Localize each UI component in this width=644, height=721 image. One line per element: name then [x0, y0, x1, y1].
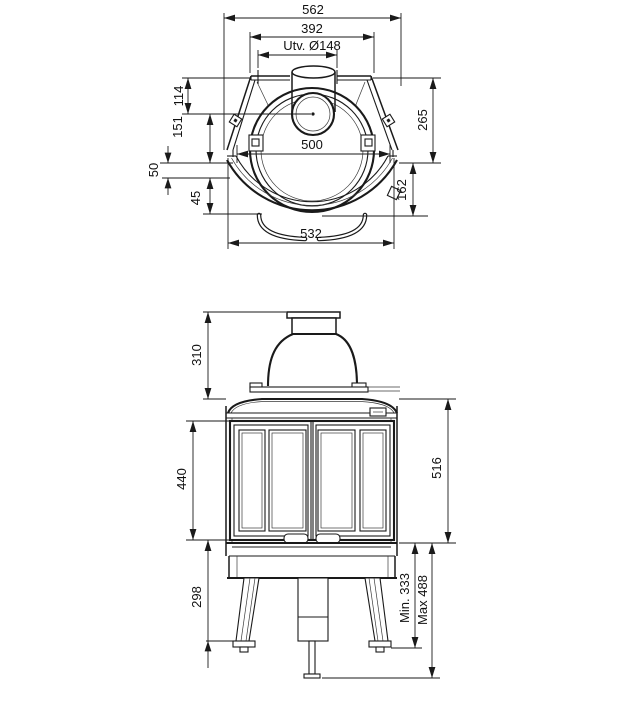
dim-right-depth-upper: 265 — [373, 77, 441, 163]
right-bracket — [360, 134, 376, 152]
dim-label-min-333: Min. 333 — [397, 573, 412, 623]
front-view: 310 440 298 — [174, 311, 456, 679]
dim-mid-depth: 151 — [160, 114, 233, 164]
glass-doors — [228, 419, 396, 544]
door-frame — [228, 419, 396, 542]
front-view-body — [225, 311, 400, 679]
dim-label-50: 50 — [146, 163, 161, 177]
dim-label-45: 45 — [188, 191, 203, 205]
support-foot — [303, 673, 321, 679]
right-foot-adjuster — [375, 646, 385, 653]
dim-overall-width: 562 — [223, 2, 402, 150]
top-view-dimensions: 562 392 Utv. Ø148 — [146, 2, 441, 249]
right-leg — [364, 577, 392, 653]
left-bracket — [248, 134, 264, 152]
dim-flue-outlet: Utv. Ø148 — [257, 38, 341, 68]
flue-flange — [286, 311, 341, 319]
dim-door-height: 440 — [174, 420, 236, 541]
top-view-body — [226, 65, 402, 242]
front-arc-band — [226, 155, 398, 212]
dome — [266, 332, 359, 387]
curved-top-cap — [227, 397, 398, 414]
dim-floor-clearance-max: Max 488 — [322, 543, 440, 679]
dim-front-depth: 45 — [188, 178, 262, 215]
dim-leg-height: 298 — [189, 540, 238, 668]
dim-right-depth-lower: 162 — [322, 162, 441, 217]
flue-collar — [291, 317, 337, 335]
dim-label-151: 151 — [170, 116, 185, 138]
left-foot — [232, 640, 256, 648]
top-view: 562 392 Utv. Ø148 — [146, 2, 441, 249]
dim-label-310: 310 — [189, 344, 204, 366]
right-slant-panel — [370, 75, 399, 151]
left-leg — [232, 577, 260, 653]
center-support-column — [297, 577, 329, 679]
dim-label-562: 562 — [302, 2, 324, 17]
support-rod — [308, 640, 316, 675]
flue-center-mark — [311, 112, 315, 116]
dim-top-section-height: 310 — [189, 311, 286, 400]
dim-label-265: 265 — [415, 109, 430, 131]
top-bar — [249, 386, 369, 393]
dim-label-532: 532 — [300, 226, 322, 241]
left-slant-panel — [226, 75, 252, 151]
dim-label-298: 298 — [189, 586, 204, 608]
dim-front-width: 532 — [227, 158, 395, 249]
dim-label-440: 440 — [174, 468, 189, 490]
dim-label-max-488: Max 488 — [415, 575, 430, 625]
dim-top-width: 392 — [249, 21, 375, 73]
dim-label-162: 162 — [394, 179, 409, 201]
left-door — [233, 424, 309, 537]
door-bottom-tab-right — [315, 533, 341, 544]
dim-label-516: 516 — [429, 457, 444, 479]
dim-band-depth: 50 — [146, 146, 230, 195]
dim-label-flue-outlet: Utv. Ø148 — [283, 38, 341, 53]
dim-label-500: 500 — [301, 137, 323, 152]
door-bottom-tab-left — [283, 533, 309, 544]
dim-label-114: 114 — [171, 86, 186, 107]
front-view-dimensions: 310 440 298 — [174, 311, 456, 679]
dim-label-392: 392 — [301, 21, 323, 36]
dim-body-height: 516 — [399, 398, 456, 544]
left-panel-clip — [228, 113, 243, 128]
left-foot-adjuster — [239, 646, 249, 653]
right-foot — [368, 640, 392, 648]
dim-flue-center-depth: 114 — [171, 77, 311, 115]
right-panel-clip — [381, 113, 396, 128]
right-door — [315, 424, 391, 537]
front-handles — [256, 212, 368, 242]
dim-bracket-width: 500 — [236, 137, 391, 163]
dim-floor-clearance-min: Min. 333 — [391, 543, 422, 649]
